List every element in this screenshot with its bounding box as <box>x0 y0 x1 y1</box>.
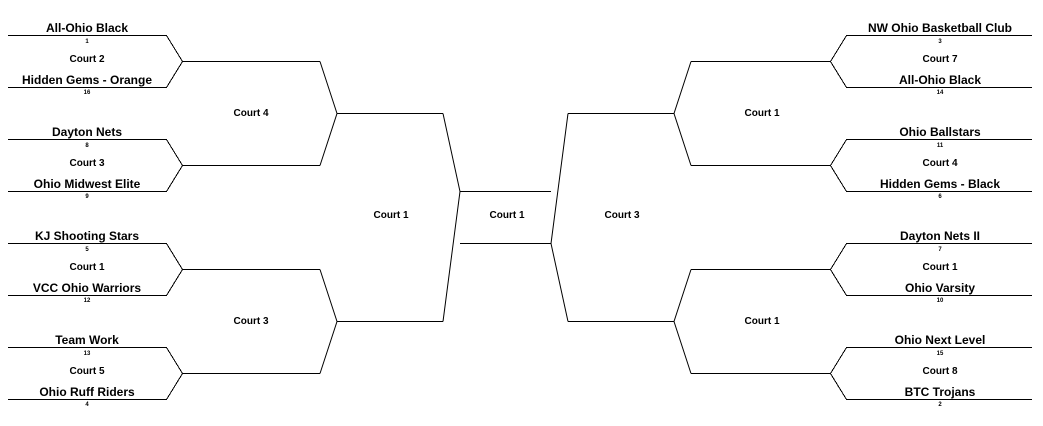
left-r1-m4-court: Court 5 <box>70 366 105 377</box>
left-r2-m2-court: Court 3 <box>234 316 269 327</box>
right-r1-m4-bottom-seed: 2 <box>938 402 942 408</box>
left-r1-m4-top-team: Team Work <box>55 333 119 347</box>
left-r1-m3-bottom-team: VCC Ohio Warriors <box>33 281 142 295</box>
left-r1-m1-bottom-seed: 16 <box>84 90 91 96</box>
right-r2-match-1: Court 1 <box>568 61 780 166</box>
final-court: Court 1 <box>490 210 525 221</box>
right-r1-m1-top-team: NW Ohio Basketball Club <box>868 21 1012 35</box>
right-r1-m3-top-team: Dayton Nets II <box>900 229 980 243</box>
right-r2-m1-court: Court 1 <box>745 108 780 119</box>
right-r1-m4-top-seed: 15 <box>937 351 944 357</box>
right-r1-m3-bottom-seed: 10 <box>937 298 944 304</box>
right-r1-m2-court: Court 4 <box>923 158 958 169</box>
right-r1-m2-top-team: Ohio Ballstars <box>899 125 981 139</box>
left-r1-m3-top-team: KJ Shooting Stars <box>35 229 139 243</box>
left-r1-m3-court: Court 1 <box>70 262 105 273</box>
right-r1-m1-top-seed: 3 <box>938 39 942 45</box>
right-r1-m1-bottom-seed: 14 <box>937 90 944 96</box>
left-r1-m2-bottom-seed: 9 <box>85 194 89 200</box>
right-r1-m4-bottom-team: BTC Trojans <box>905 385 976 399</box>
right-r1-match-3: Dayton Nets II 7 Court 1 Ohio Varsity 10 <box>691 229 1032 304</box>
left-r2-match-2: Court 3 <box>234 269 443 374</box>
left-r1-match-2: Dayton Nets 8 Court 3 Ohio Midwest Elite… <box>8 125 320 200</box>
left-r1-m2-bottom-team: Ohio Midwest Elite <box>34 177 141 191</box>
left-r1-m1-top-seed: 1 <box>85 39 89 45</box>
left-r1-m4-top-seed: 13 <box>84 351 91 357</box>
left-r1-match-4: Team Work 13 Court 5 Ohio Ruff Riders 4 <box>8 333 320 408</box>
left-r1-m2-top-seed: 8 <box>85 143 89 149</box>
left-r1-m1-top-team: All-Ohio Black <box>46 21 128 35</box>
left-r1-match-3: KJ Shooting Stars 5 Court 1 VCC Ohio War… <box>8 229 320 304</box>
left-r1-m4-bottom-seed: 4 <box>85 402 89 408</box>
left-r1-m3-top-seed: 5 <box>85 247 89 253</box>
left-r1-m3-bottom-seed: 12 <box>84 298 91 304</box>
left-r1-m1-court: Court 2 <box>70 54 105 65</box>
right-r1-m4-top-team: Ohio Next Level <box>895 333 986 347</box>
left-r1-m2-court: Court 3 <box>70 158 105 169</box>
left-r1-m4-bottom-team: Ohio Ruff Riders <box>39 385 135 399</box>
right-r1-match-1: NW Ohio Basketball Club 3 Court 7 All-Oh… <box>691 21 1032 96</box>
left-r2-m1-court: Court 4 <box>234 108 269 119</box>
right-r2-match-2: Court 1 <box>568 269 780 374</box>
left-r3-court: Court 1 <box>374 210 409 221</box>
right-r1-m1-bottom-team: All-Ohio Black <box>899 73 981 87</box>
left-r2-match-1: Court 4 <box>234 61 443 166</box>
right-r1-match-4: Ohio Next Level 15 Court 8 BTC Trojans 2 <box>691 333 1032 408</box>
right-r1-m4-court: Court 8 <box>923 366 958 377</box>
left-r3-match: Court 1 <box>374 113 461 322</box>
right-r1-m2-bottom-seed: 6 <box>938 194 942 200</box>
right-r1-m3-top-seed: 7 <box>938 247 942 253</box>
right-r2-m2-court: Court 1 <box>745 316 780 327</box>
right-r3-court: Court 3 <box>605 210 640 221</box>
final-match: Court 1 <box>460 191 551 244</box>
left-r1-match-1: All-Ohio Black 1 Court 2 Hidden Gems - O… <box>8 21 320 96</box>
left-r1-m2-top-team: Dayton Nets <box>52 125 122 139</box>
right-r1-m2-top-seed: 11 <box>937 143 944 149</box>
right-r1-m2-bottom-team: Hidden Gems - Black <box>880 177 1000 191</box>
right-r1-match-2: Ohio Ballstars 11 Court 4 Hidden Gems - … <box>691 125 1032 200</box>
right-r1-m1-court: Court 7 <box>923 54 958 65</box>
left-r1-m1-bottom-team: Hidden Gems - Orange <box>22 73 152 87</box>
right-r1-m3-bottom-team: Ohio Varsity <box>905 281 975 295</box>
right-r1-m3-court: Court 1 <box>923 262 958 273</box>
right-r3-match: Court 3 <box>550 113 640 322</box>
